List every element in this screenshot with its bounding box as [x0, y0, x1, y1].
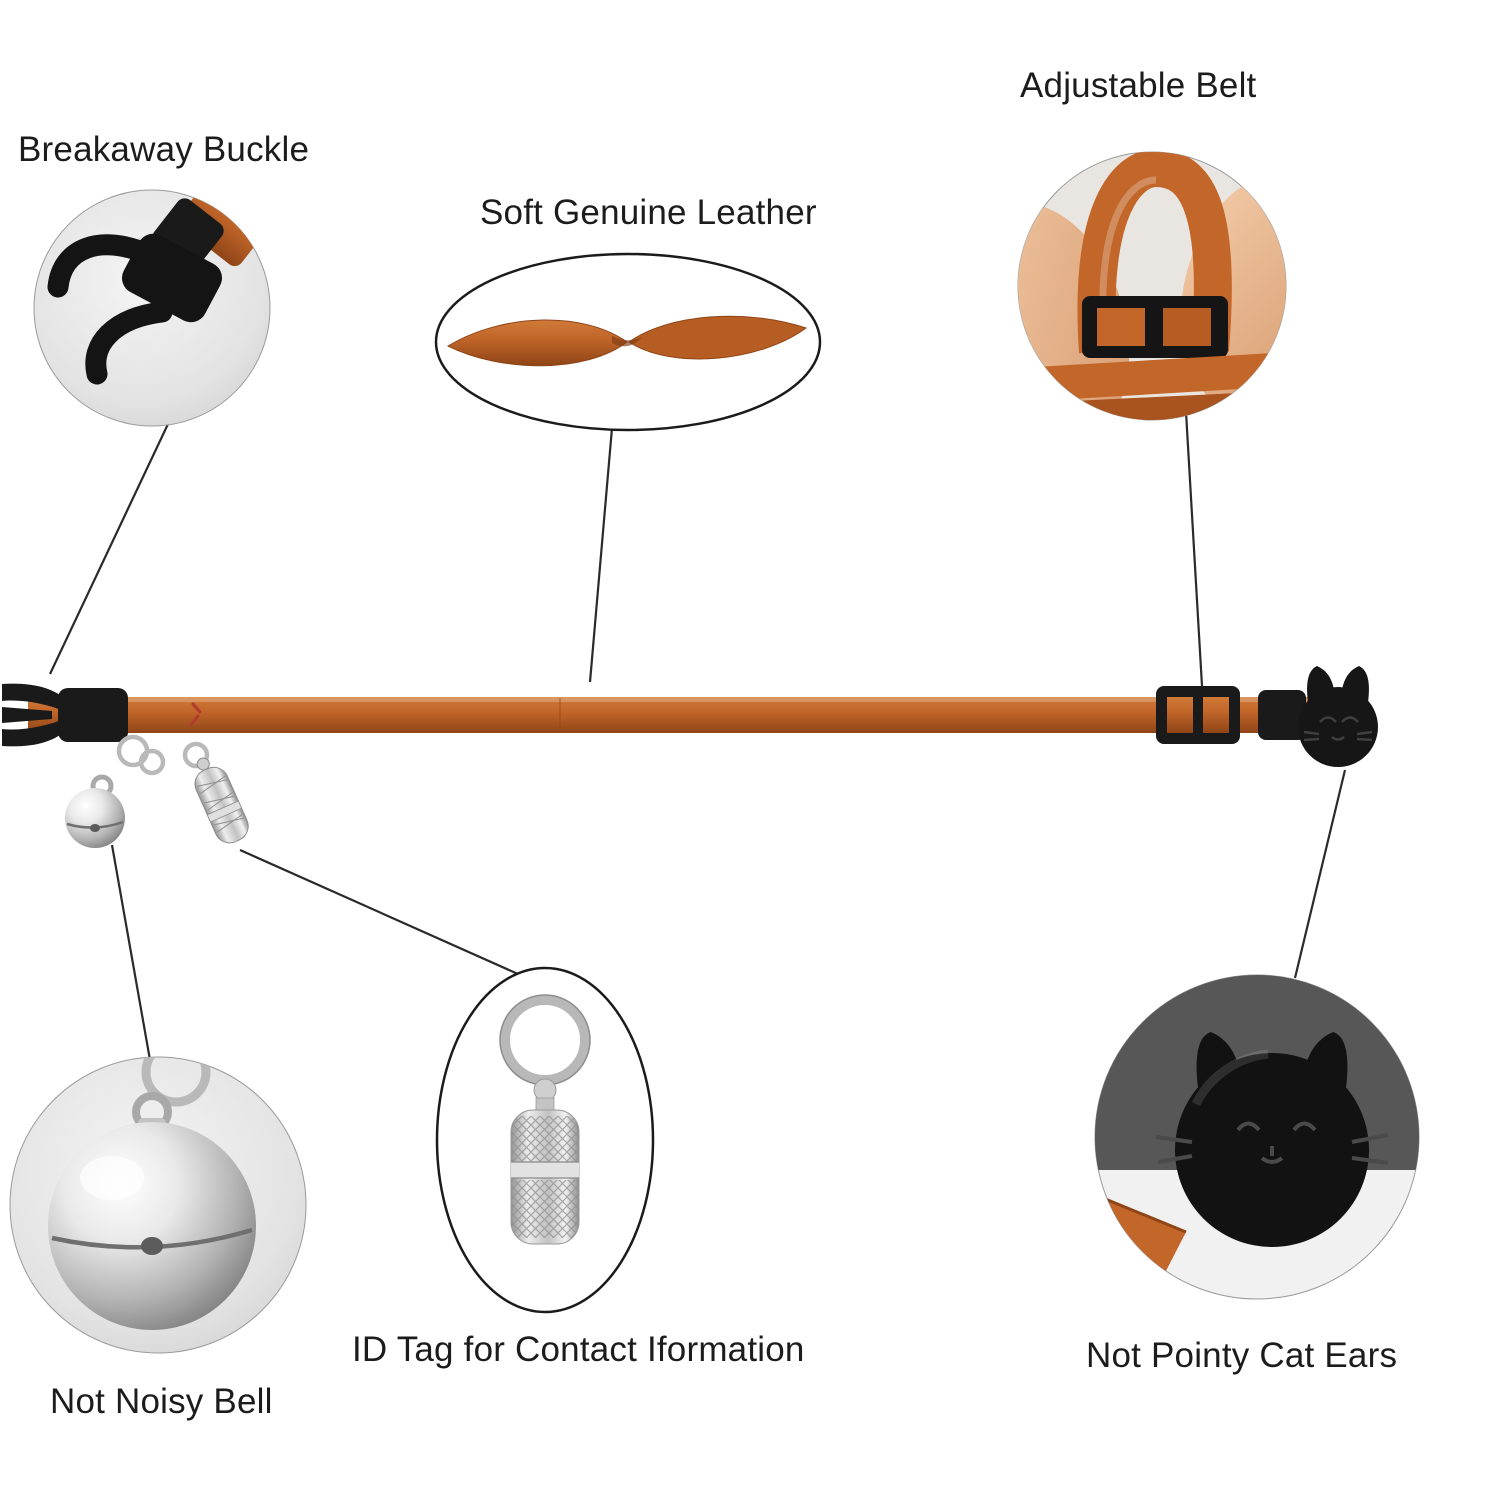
bell-body [65, 788, 125, 848]
belt-loop [1077, 152, 1232, 354]
buckle-hook-bottom [85, 301, 173, 385]
bell-closeup-ring [141, 1057, 211, 1107]
label-breakaway-buckle: Breakaway Buckle [18, 130, 310, 169]
adjuster-slider [1156, 686, 1240, 744]
breakaway-buckle-left-end [2, 683, 128, 747]
label-id-tag: ID Tag for Contact Iformation [352, 1330, 805, 1369]
connector-soft-leather [588, 427, 614, 683]
callout-bell [9, 1056, 307, 1354]
cat-closeup-face [1155, 1121, 1389, 1165]
buckle-female-piece [1258, 690, 1306, 740]
callout-id-tag [435, 966, 655, 1314]
connector-id-tag [239, 848, 519, 976]
callout-soft-leather [434, 252, 822, 432]
callout-breakaway-buckle [33, 189, 271, 427]
clasp-leather-edge [1097, 1194, 1187, 1234]
slider-closeup-slot [1097, 308, 1145, 346]
bell-closeup-highlight [80, 1156, 144, 1200]
label-not-noisy-bell: Not Noisy Bell [50, 1382, 273, 1421]
buckle-prong-top [2, 683, 66, 712]
buckle-prong-center [2, 707, 52, 723]
label-soft-genuine-leather: Soft Genuine Leather [480, 193, 817, 232]
connector-bell [110, 844, 152, 1061]
bell-hole [90, 824, 100, 832]
split-ring [138, 748, 166, 776]
connector-adjustable-belt [1184, 411, 1204, 687]
id-tag-knurling [196, 775, 244, 833]
connector-lines [49, 411, 1347, 1061]
id-tag-charm [194, 757, 249, 844]
bell-closeup-hole [141, 1237, 163, 1255]
collar-strap [28, 697, 1313, 733]
slider-closeup-slot [1163, 308, 1211, 346]
cat-face-engraving [1303, 716, 1373, 742]
cat-closeup-highlight [1191, 1049, 1269, 1107]
id-tag-body [194, 766, 249, 844]
connector-breakaway-buckle [49, 423, 169, 675]
callout-adjustable-belt [1017, 151, 1287, 421]
id-tag-band [206, 800, 243, 823]
id-tag-closeup-knurling [511, 1116, 579, 1238]
collar [2, 666, 1378, 848]
label-not-pointy-cat-ears: Not Pointy Cat Ears [1086, 1336, 1398, 1375]
leather-twist-shadow [612, 336, 642, 347]
connector-cat-ears [1293, 769, 1347, 979]
cat-face-clasp [1298, 666, 1378, 767]
callout-cat-ears [1094, 974, 1420, 1300]
buckle-body [58, 688, 128, 742]
bell-closeup-body [48, 1122, 256, 1330]
adjuster-slot [1167, 697, 1193, 733]
cat-head [1298, 687, 1378, 767]
adjuster-slot [1203, 697, 1229, 733]
split-ring [182, 741, 210, 769]
buckle-prong-bottom [2, 718, 66, 747]
stitching [189, 702, 202, 727]
belt-band-upper [1018, 352, 1286, 402]
label-adjustable-belt: Adjustable Belt [1020, 66, 1257, 105]
bell-charm [65, 774, 125, 848]
buckle-hook-top [47, 234, 161, 298]
split-rings [116, 734, 210, 776]
twisted-leather-right [628, 315, 808, 360]
collar-strap-highlight [28, 697, 1313, 702]
